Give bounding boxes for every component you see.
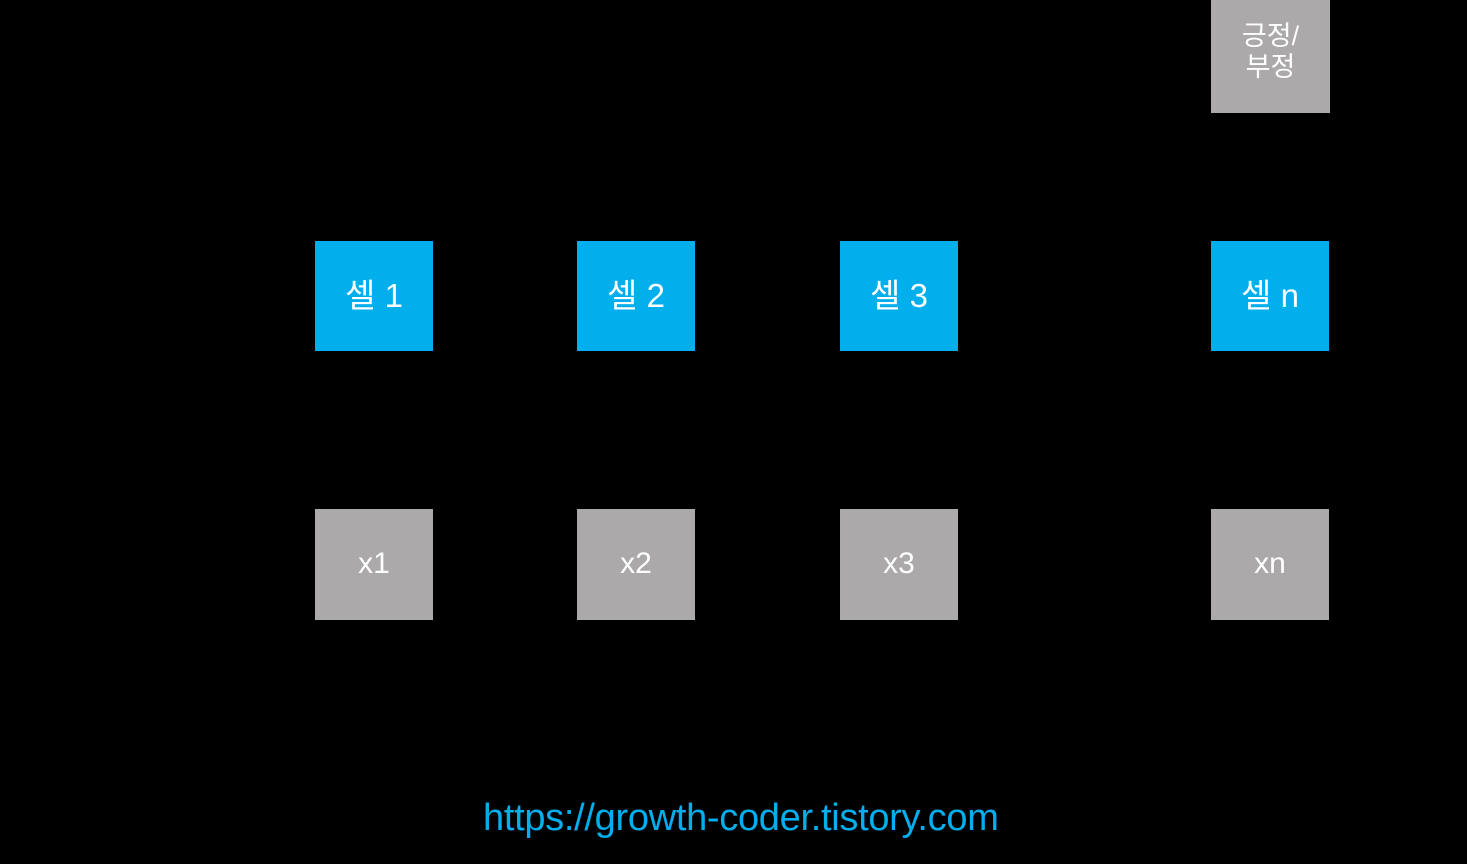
connector-cell-2-to-cell-3 bbox=[695, 295, 840, 297]
cell-node-2: 셀 2 bbox=[577, 241, 695, 351]
watermark-url[interactable]: https://growth-coder.tistory.com bbox=[483, 797, 999, 839]
input-node-x1: x1 bbox=[315, 509, 433, 620]
input-node-xn: xn bbox=[1211, 509, 1329, 620]
input-node-xn-label: xn bbox=[1254, 547, 1286, 581]
input-node-x3: x3 bbox=[840, 509, 958, 620]
connector-x1-to-cell-1 bbox=[373, 351, 375, 509]
input-node-x1-label: x1 bbox=[358, 547, 390, 581]
cell-node-3-label: 셀 3 bbox=[870, 277, 928, 315]
input-node-x2: x2 bbox=[577, 509, 695, 620]
connector-x2-to-cell-2 bbox=[635, 351, 637, 509]
output-node-label: 긍정/ 부정 bbox=[1241, 20, 1300, 82]
cell-node-n: 셀 n bbox=[1211, 241, 1329, 351]
input-node-x3-label: x3 bbox=[883, 547, 915, 581]
cell-node-2-label: 셀 2 bbox=[607, 277, 665, 315]
connector-cell-3-to-cell-n bbox=[958, 295, 1211, 297]
cell-node-1-label: 셀 1 bbox=[345, 277, 403, 315]
input-node-x2-label: x2 bbox=[620, 547, 652, 581]
output-node-sentiment: 긍정/ 부정 bbox=[1211, 0, 1330, 113]
connector-cell-1-to-cell-2 bbox=[433, 295, 577, 297]
cell-node-n-label: 셀 n bbox=[1241, 277, 1299, 315]
connector-xn-to-cell-n bbox=[1269, 351, 1271, 509]
cell-node-3: 셀 3 bbox=[840, 241, 958, 351]
connector-cell-n-to-output bbox=[1269, 113, 1271, 241]
cell-node-1: 셀 1 bbox=[315, 241, 433, 351]
connector-x3-to-cell-3 bbox=[898, 351, 900, 509]
